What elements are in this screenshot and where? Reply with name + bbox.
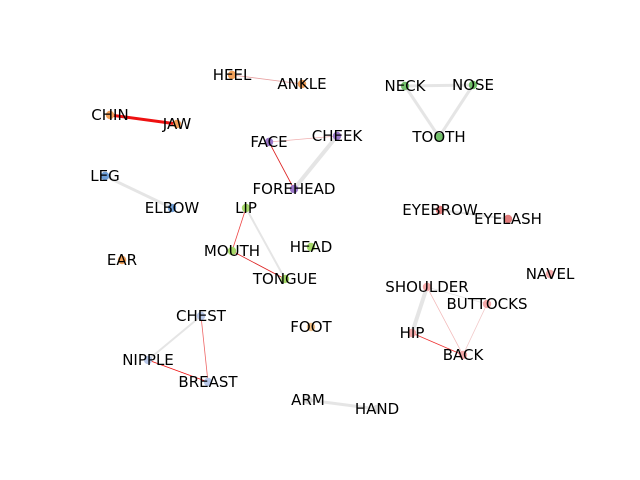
node-label-nipple: NIPPLE [122,351,174,369]
node-leg [100,171,110,181]
node-eyelash [503,214,513,224]
edge-chest-breast [200,315,209,383]
edge-neck-nose [403,83,475,88]
node-head [306,242,316,252]
label-layer: HEEL ANKLE NECK NOSE TOOTH CHIN JAW FACE CHEEK FO… [90,66,575,418]
node-label-eyelash: EYELASH [474,210,542,228]
edge-heel-ankle [231,74,303,85]
node-label-cheek: CHEEK [312,127,364,145]
node-label-buttocks: BUTTOCKS [447,295,528,313]
node-mouth [227,246,237,256]
node-label-hand: HAND [355,400,399,418]
node-label-heel: HEEL [213,66,252,84]
node-cheek [332,131,342,141]
node-label-ear: EAR [107,251,137,269]
edge-chest-nipple [147,315,202,361]
node-lip [241,203,251,213]
edge-layer [103,74,509,411]
node-tooth [434,132,444,142]
node-layer [100,70,555,414]
node-label-arm: ARM [291,391,325,409]
node-ear [117,255,127,265]
edge-shoulder-back [426,286,464,356]
node-hand [372,404,382,414]
node-navel [545,269,555,279]
edge-face-cheek [268,135,338,143]
node-label-neck: NECK [384,77,426,95]
edge-nose-tooth [437,83,475,139]
node-label-head: HEAD [290,238,333,256]
edge-shoulder-buttocks [426,286,488,305]
node-label-nose: NOSE [452,76,494,94]
node-chin [105,110,115,120]
node-label-leg: LEG [90,167,119,185]
node-label-forehead: FOREHEAD [253,180,336,198]
node-foot [306,322,316,332]
node-label-hip: HIP [400,324,425,342]
edge-face-forehead [268,141,295,190]
node-label-lip: LIP [235,199,257,217]
node-label-tooth: TOOTH [411,128,465,146]
node-label-foot: FOOT [290,318,332,336]
edge-lip-mouth [231,207,247,252]
node-neck [400,81,410,91]
node-label-ankle: ANKLE [277,75,326,93]
edge-buttocks-back [462,303,488,356]
node-label-face: FACE [250,133,287,151]
node-eyebrow [435,205,445,215]
node-shoulder [422,282,432,292]
edge-mouth-tongue [231,250,286,280]
edge-hip-back [411,332,464,356]
node-label-tongue: TONGUE [252,270,317,288]
node-buttocks [482,299,492,309]
node-label-chest: CHEST [176,307,227,325]
node-nipple [143,355,153,365]
edge-lip-tongue [245,207,286,280]
edge-neck-tooth [403,84,441,139]
node-forehead [289,184,299,194]
node-label-elbow: ELBOW [145,199,200,217]
node-jaw [172,119,182,129]
node-label-eyebrow: EYEBROW [402,201,478,219]
node-label-shoulder: SHOULDER [385,278,468,296]
node-ankle [297,79,307,89]
node-tongue [280,274,290,284]
node-label-navel: NAVEL [526,265,575,283]
node-nose [468,80,478,90]
edge-eyebrow-eyelash [439,209,509,220]
node-label-mouth: MOUTH [204,242,260,260]
edge-shoulder-hip [410,285,429,335]
edge-cheek-forehead [292,134,339,191]
node-label-jaw: JAW [162,115,192,133]
edge-leg-elbow [103,174,174,210]
node-label-breast: BREAST [178,373,238,391]
node-back [458,350,468,360]
node-label-chin: CHIN [91,106,128,124]
node-arm [303,395,313,405]
edge-nipple-breast [147,359,209,383]
node-breast [203,377,213,387]
edge-arm-hand [306,398,379,411]
node-label-back: BACK [443,346,485,364]
node-elbow [167,203,177,213]
node-face [264,137,274,147]
edge-chin-jaw [108,113,179,126]
node-chest [196,311,206,321]
node-hip [407,328,417,338]
node-heel [227,70,237,80]
